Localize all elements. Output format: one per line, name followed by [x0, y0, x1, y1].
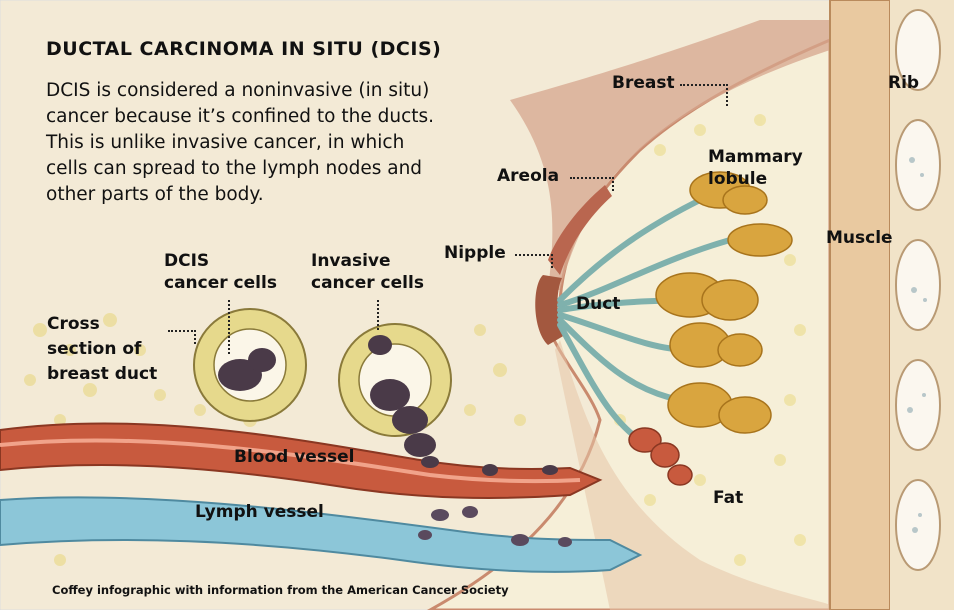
label-invasive-cancer-cells: Invasive cancer cells [311, 250, 424, 294]
leader-cross-section [168, 330, 196, 344]
leader-breast [680, 84, 728, 106]
muscle-band [830, 0, 890, 610]
leader-areola [570, 177, 614, 191]
label-dcis-cancer-cells: DCIS cancer cells [164, 250, 277, 294]
credit-line: Coffey infographic with information from… [52, 583, 509, 597]
label-fat: Fat [713, 487, 743, 509]
label-duct: Duct [576, 293, 620, 315]
leader-dcis-cells [228, 300, 230, 354]
dcis-duct-cross-section [194, 309, 306, 421]
label-areola: Areola [497, 165, 559, 187]
label-nipple: Nipple [444, 242, 506, 264]
label-breast: Breast [612, 72, 675, 94]
leader-invasive-cells [377, 300, 379, 330]
label-blood-vessel: Blood vessel [234, 446, 354, 468]
figure-title: DUCTAL CARCINOMA IN SITU (DCIS) [46, 38, 441, 60]
label-cross-section: Cross section of breast duct [47, 312, 157, 387]
leader-nipple [515, 254, 553, 268]
label-mammary-lobule: Mammary lobule [708, 146, 803, 190]
figure-description: DCIS is considered a noninvasive (in sit… [46, 78, 516, 208]
label-rib: Rib [888, 72, 919, 94]
label-muscle: Muscle [826, 227, 893, 249]
label-lymph-vessel: Lymph vessel [195, 501, 324, 523]
